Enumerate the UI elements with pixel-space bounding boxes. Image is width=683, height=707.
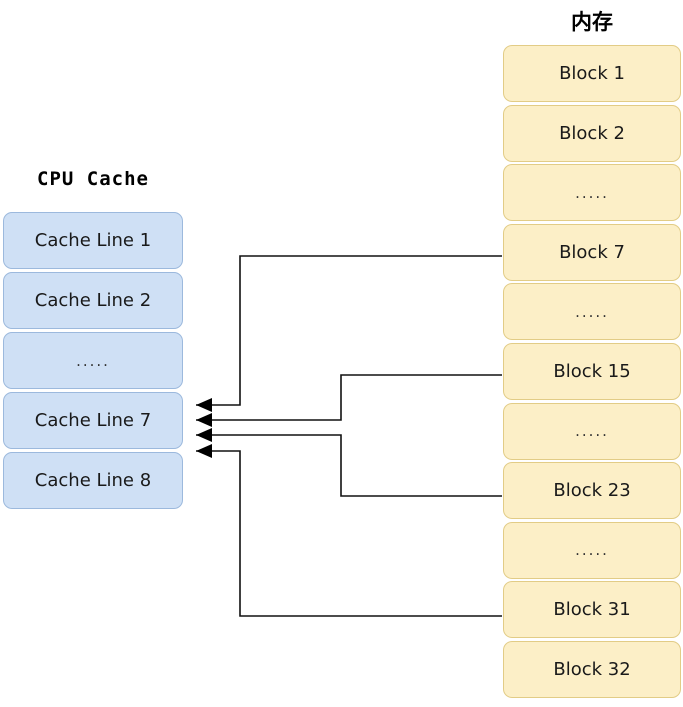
- memory-block-cell-5: .....: [503, 283, 681, 341]
- cpu-cache-title: CPU Cache: [37, 168, 149, 190]
- connector-block23: [196, 434, 502, 497]
- memory-block-cell-2: Block 2: [503, 104, 681, 162]
- memory-block-cell-6: Block 15: [503, 343, 681, 400]
- memory-block-cell-8: Block 23: [503, 462, 681, 520]
- memory-block-cell-4: Block 7: [503, 223, 681, 281]
- memory-block-cell-10: Block 31: [503, 581, 681, 639]
- cache-line-cell-4: Cache Line 7: [3, 392, 183, 449]
- arrowhead-block15: [196, 413, 212, 427]
- cache-line-cell-3: .....: [3, 332, 183, 389]
- memory-block-cell-1: Block 1: [503, 45, 681, 102]
- connector-block31: [196, 450, 502, 617]
- memory-title: 内存: [571, 10, 613, 34]
- connector-block15: [196, 374, 502, 421]
- arrowhead-block23: [196, 428, 212, 442]
- memory-block-cell-11: Block 32: [503, 641, 681, 698]
- memory-block-cell-9: .....: [503, 521, 681, 579]
- cache-line-cell-1: Cache Line 1: [3, 212, 183, 269]
- memory-block-cell-3: .....: [503, 164, 681, 222]
- cache-line-cell-5: Cache Line 8: [3, 452, 183, 509]
- memory-block-cell-7: .....: [503, 402, 681, 460]
- arrowhead-block31: [196, 444, 212, 458]
- cache-line-cell-2: Cache Line 2: [3, 272, 183, 329]
- connector-block7: [196, 255, 502, 406]
- arrowhead-block7: [196, 398, 212, 412]
